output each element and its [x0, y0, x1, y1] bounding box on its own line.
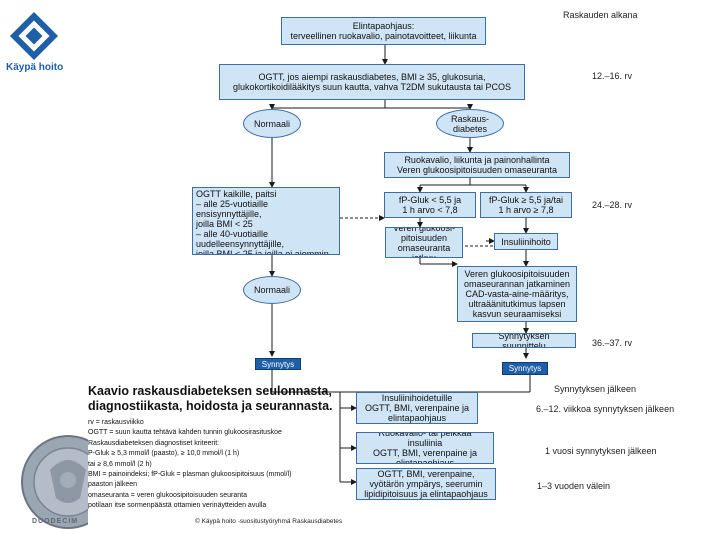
lifestyle-advice-box: Elintapaohjaus: terveellinen ruokavalio,…	[281, 17, 486, 45]
after-birth-label: Synnytyksen jälkeen	[554, 384, 637, 394]
normal-result-oval-2: Normaali	[243, 276, 301, 304]
brand-name: Käypä hoito	[6, 62, 64, 73]
postpartum-followup-box: OGTT, BMI, verenpaine, vyötärön ympärys,…	[356, 468, 496, 500]
gdm-diagnosis-oval: Raskaus- diabetes	[436, 109, 504, 138]
diagram-caption: Kaavio raskausdiabeteksen seulonnasta, d…	[88, 384, 333, 413]
target-not-met-box: fP-Gluk ≥ 5,5 ja/tai 1 h arvo ≥ 7,8	[480, 192, 572, 218]
legend-line: potilaan itse sormenpäästä ottamien veri…	[88, 502, 267, 510]
postpartum-insulin-box: Insuliinihoidetuille OGTT, BMI, verenpai…	[356, 392, 478, 424]
legend-line: omaseuranta = veren glukoosipitoisuuden …	[88, 491, 247, 499]
pregnancy-start-label: Raskauden alkana	[563, 10, 638, 20]
timing-24-28: 24.–28. rv	[592, 200, 633, 210]
diet-treatment-box: Ruokavalio, liikunta ja painonhallinta V…	[384, 152, 570, 178]
seal-text: DUODECIM	[32, 518, 79, 525]
legend-line: OGTT = suun kautta tehtävä kahden tunnin…	[88, 429, 282, 437]
ogtt-all-box: OGTT kaikille, paitsi – alle 25-vuotiail…	[192, 187, 340, 255]
glucose-self-monitoring-box: Veren glukoosi- pitoisuuden omaseuranta …	[385, 227, 463, 258]
timing-36-37: 36.–37. rv	[592, 338, 633, 348]
continued-monitoring-box: Veren glukoosipitoisuuden omaseurannan j…	[457, 266, 577, 322]
insulin-treatment-box: Insuliinihoito	[494, 233, 558, 250]
timing-postpartum-1y: 1 vuosi synnytyksen jälkeen	[545, 446, 657, 456]
legend-line: paaston jälkeen	[88, 481, 138, 489]
target-met-box: fP-Gluk < 5,5 ja 1 h arvo < 7,8	[384, 192, 476, 218]
legend-line: Raskausdiabeteksen diagnostiset kriteeri…	[88, 439, 220, 447]
legend-line: tai ≥ 8,6 mmol/l (2 h)	[88, 460, 152, 468]
legend-line: P-Gluk ≥ 5,3 mmol/l (paasto), ≥ 10,0 mmo…	[88, 450, 240, 458]
birth-planning-box: Synnytyksen suunnittelu	[472, 333, 576, 348]
birth-box-2: Synnytys	[502, 362, 548, 375]
legend-line: BMI = painoindeksi; fP-Gluk = plasman gl…	[88, 471, 292, 479]
ogtt-high-risk-box: OGTT, jos aiempi raskausdiabetes, BMI ≥ …	[219, 64, 525, 100]
kaypa-hoito-logo: Käypä hoito	[6, 10, 64, 74]
copyright-note: © Käypä hoito -suositustyöryhmä Raskausd…	[195, 518, 343, 525]
normal-result-oval-1: Normaali	[243, 109, 301, 138]
timing-postpartum-1-3y: 1–3 vuoden välein	[537, 481, 611, 491]
birth-box-1: Synnytys	[255, 358, 301, 370]
logo-diamond-icon	[9, 11, 59, 61]
timing-postpartum-6-12: 6.–12. viikkoa synnytyksen jälkeen	[536, 404, 675, 414]
legend: rv = raskausviikko OGTT = suun kautta te…	[88, 418, 348, 512]
timing-12-16: 12.–16. rv	[592, 71, 633, 81]
legend-line: rv = raskausviikko	[88, 419, 144, 426]
postpartum-diet-box: Ruokavalio- tai pelkkää insuliinia OGTT,…	[356, 432, 494, 464]
